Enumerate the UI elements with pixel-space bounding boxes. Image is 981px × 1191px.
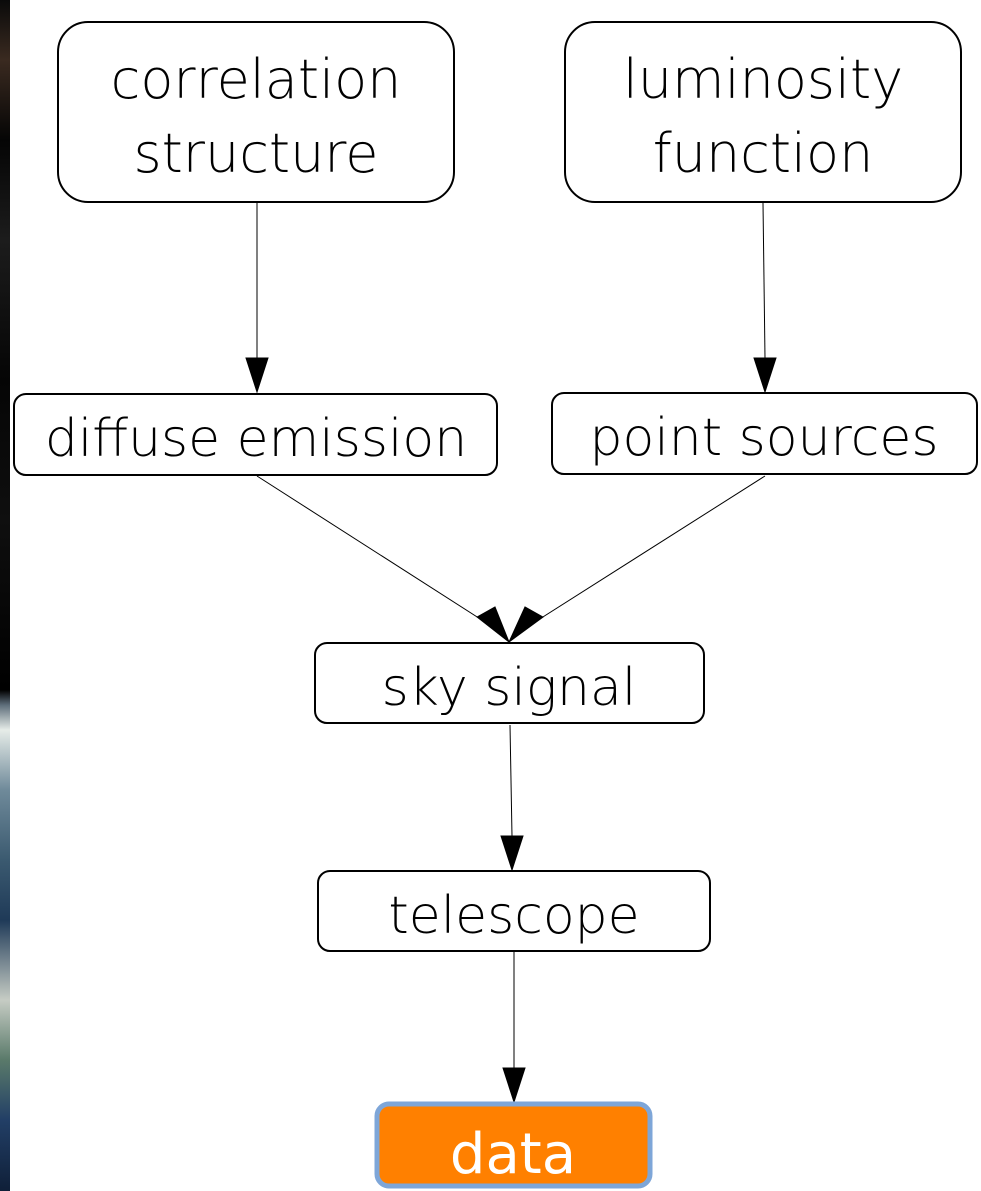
edge-telescope-to-data: [502, 952, 526, 1104]
node-sky-signal: sky signal: [314, 642, 705, 724]
node-luminosity-function: luminosity function: [564, 21, 962, 203]
node-luminosity-line1: luminosity: [623, 48, 903, 111]
background-photo-strip: [0, 0, 10, 1191]
node-sky-label: sky signal: [382, 658, 637, 718]
edge-point-to-sky: [507, 475, 766, 644]
node-telescope-label: telescope: [388, 886, 639, 946]
edge-sky-to-telescope: [500, 724, 524, 872]
edge-luminosity-to-point: [753, 202, 777, 394]
node-data-label: data: [450, 1122, 576, 1187]
edge-correlation-to-diffuse: [245, 203, 269, 394]
node-data-box: [374, 1101, 653, 1189]
node-point-sources: point sources: [551, 392, 978, 475]
node-data: data: [374, 1101, 653, 1189]
node-luminosity-line2: function: [653, 122, 874, 185]
node-correlation-structure: correlation structure: [57, 21, 455, 203]
node-correlation-line2: structure: [133, 122, 378, 185]
node-point-label: point sources: [590, 408, 939, 468]
node-diffuse-label: diffuse emission: [45, 409, 467, 469]
node-correlation-line1: correlation: [111, 48, 402, 111]
node-diffuse-emission: diffuse emission: [13, 393, 498, 476]
edge-diffuse-to-sky: [256, 475, 511, 644]
node-telescope: telescope: [317, 870, 711, 952]
